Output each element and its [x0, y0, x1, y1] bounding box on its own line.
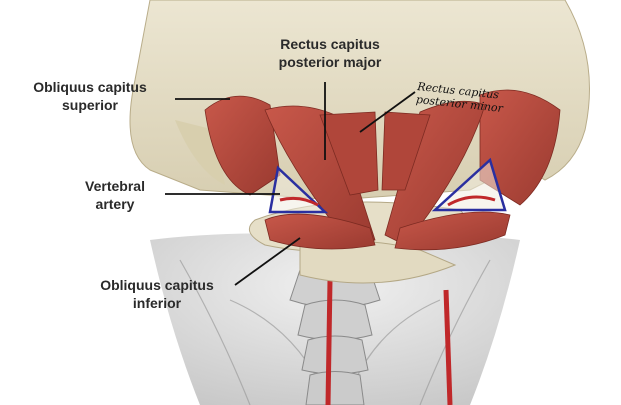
- obliquus-capitus-superior-right: [479, 89, 561, 206]
- obliquus-capitus-inferior-right: [394, 211, 511, 251]
- cervical-vertebrae: [289, 262, 381, 405]
- artery-in-triangle-left: [279, 196, 319, 207]
- obliquus-capitus-inferior-left: [264, 213, 376, 250]
- rectus-capitus-posterior-minor-left: [319, 111, 379, 196]
- leader-rectus-minor: [359, 91, 416, 133]
- neck-contour-lines: [179, 259, 491, 405]
- rectus-capitus-posterior-minor-right: [381, 111, 431, 191]
- artery-in-triangle-right: [447, 195, 496, 207]
- vertebral-artery-right: [443, 289, 453, 405]
- label-obliquus-capitus-superior: Obliquus capitus superior: [33, 79, 147, 113]
- label-vertebral-artery: Vertebral artery: [85, 178, 145, 212]
- vertebral-artery-left: [325, 279, 333, 405]
- label-obliquus-capitus-inferior: Obliquus capitus inferior: [100, 277, 214, 311]
- leader-obliquus-inferior: [234, 237, 301, 286]
- obliquus-capitus-superior-left: [204, 95, 281, 196]
- label-rectus-capitus-posterior-major: Rectus capitus posterior major: [278, 36, 382, 70]
- leader-lines: [165, 82, 416, 286]
